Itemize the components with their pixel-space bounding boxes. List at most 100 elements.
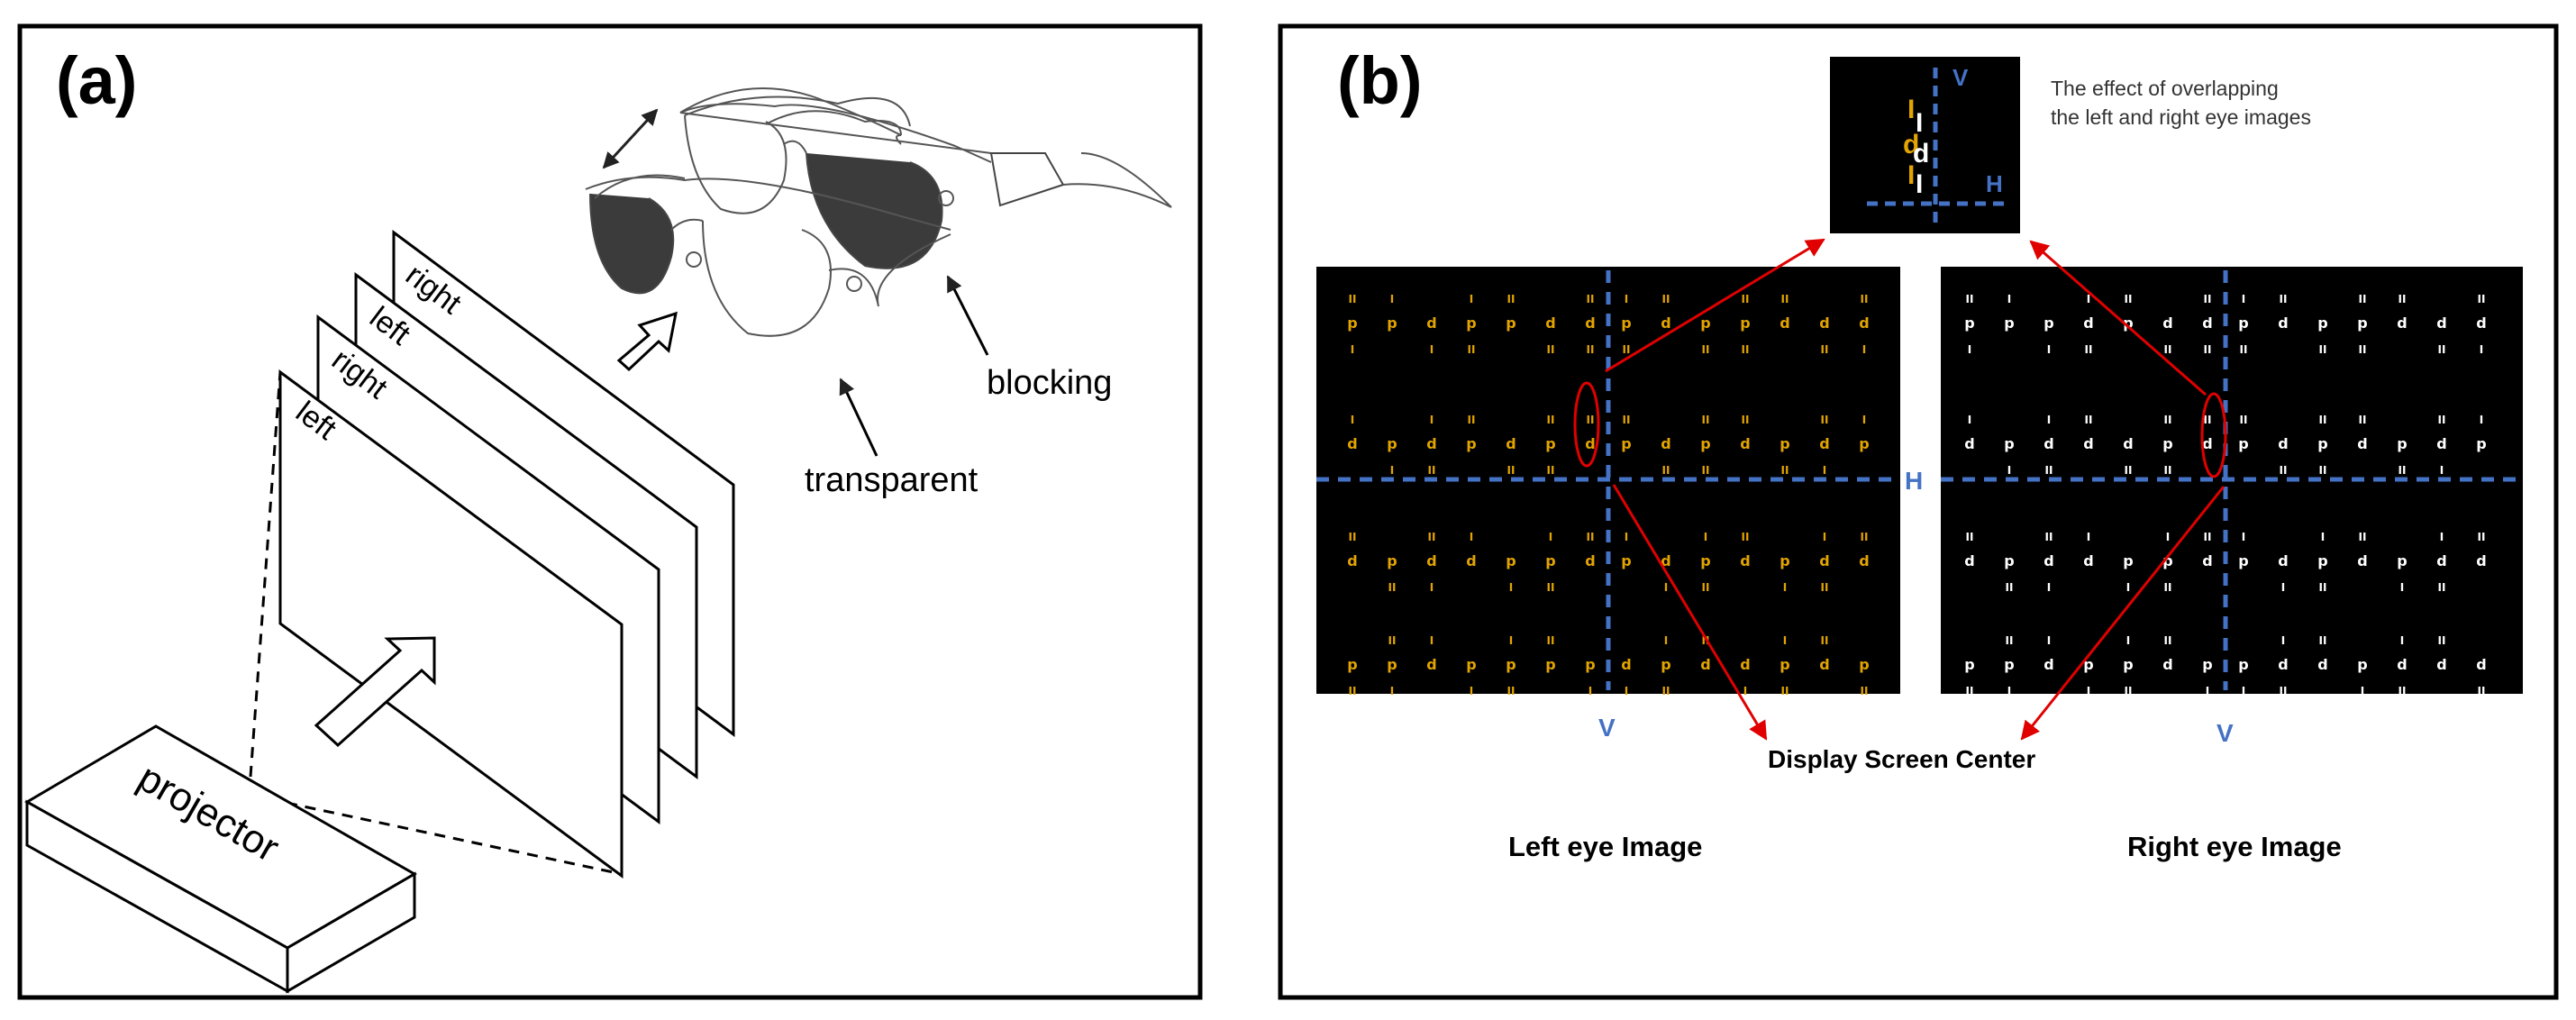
left-eye-glyph: d bbox=[1347, 552, 1357, 569]
right-eye-tick-mark: I bbox=[2242, 685, 2245, 697]
left-eye-tick-mark: II bbox=[1781, 293, 1789, 305]
left-eye-tick-mark: II bbox=[1702, 581, 1710, 594]
right-eye-tick-mark: II bbox=[2359, 531, 2367, 543]
left-glyph-layer: pIIIpIdIpIIIpIIdIIdIIIIpIIIdIIpIIpIIIIdI… bbox=[1347, 293, 1869, 697]
right-eye-tick-mark: II bbox=[2164, 581, 2172, 594]
arrow-left-to-center bbox=[1612, 484, 1768, 741]
left-eye-glyph: p bbox=[1387, 552, 1397, 569]
left-eye-tick-mark: I bbox=[1390, 685, 1394, 697]
right-eye-tick-mark: I bbox=[2047, 414, 2051, 426]
right-eye-title: Right eye Image bbox=[2127, 831, 2342, 862]
left-eye-tick-mark: II bbox=[1349, 293, 1357, 305]
left-v-label: V bbox=[1598, 714, 1616, 742]
right-eye-tick-mark: II bbox=[2319, 581, 2327, 594]
left-eye-glyph: p bbox=[1387, 314, 1397, 332]
left-eye-tick-mark: II bbox=[1428, 531, 1436, 543]
left-eye-tick-mark: I bbox=[1588, 685, 1592, 697]
left-eye-tick-mark: I bbox=[1470, 531, 1473, 543]
right-eye-glyph: d bbox=[2162, 314, 2172, 332]
transparent-label: transparent bbox=[805, 461, 979, 499]
right-eye-glyph: d bbox=[2044, 435, 2053, 452]
left-eye-glyph: d bbox=[1700, 656, 1710, 673]
blocking-label: blocking bbox=[987, 364, 1112, 402]
right-eye-tick-mark: I bbox=[2242, 531, 2245, 543]
left-eye-tick-mark: II bbox=[1547, 581, 1555, 594]
left-eye-tick-mark: I bbox=[1470, 293, 1473, 305]
right-eye-tick-mark: II bbox=[2240, 343, 2248, 356]
right-eye-tick-mark: II bbox=[2125, 293, 2133, 305]
right-eye-tick-mark: II bbox=[2125, 464, 2133, 477]
right-eye-tick-mark: I bbox=[2480, 343, 2483, 356]
left-eye-glyph: p bbox=[1621, 435, 1631, 452]
arrow-right-to-center bbox=[2020, 486, 2226, 741]
projector: projector bbox=[23, 724, 418, 994]
left-eye-glyph: p bbox=[1621, 552, 1631, 569]
left-eye-glyph: d bbox=[1661, 552, 1670, 569]
left-eye-glyph: p bbox=[1506, 656, 1516, 673]
inset-glyph-2: I bbox=[1916, 108, 1923, 138]
left-eye-glyph: d bbox=[1545, 314, 1555, 332]
left-eye-tick-mark: II bbox=[1742, 293, 1750, 305]
left-eye-tick-mark: I bbox=[1783, 634, 1787, 647]
right-eye-tick-mark: I bbox=[2126, 581, 2130, 594]
right-eye-tick-mark: II bbox=[1966, 531, 1974, 543]
right-eye-tick-mark: I bbox=[2126, 634, 2130, 647]
left-eye-glyph: d bbox=[1819, 435, 1829, 452]
left-eye-glyph: p bbox=[1506, 552, 1516, 569]
right-eye-glyph: d bbox=[2202, 435, 2212, 452]
left-eye-tick-mark: I bbox=[1704, 531, 1707, 543]
right-eye-tick-mark: II bbox=[2164, 343, 2172, 356]
right-eye-tick-mark: I bbox=[2281, 634, 2285, 647]
left-eye-glyph: d bbox=[1819, 656, 1829, 673]
right-eye-glyph: d bbox=[2202, 552, 2212, 569]
right-eye-glyph: d bbox=[2083, 314, 2093, 332]
right-eye-glyph: p bbox=[2317, 435, 2327, 452]
right-eye-glyph: p bbox=[1964, 656, 1974, 673]
right-eye-glyph: p bbox=[2238, 435, 2248, 452]
right-eye-glyph: p bbox=[2004, 435, 2014, 452]
right-eye-glyph: p bbox=[2397, 435, 2407, 452]
left-eye-tick-mark: II bbox=[1428, 464, 1436, 477]
left-eye-tick-mark: I bbox=[1390, 464, 1394, 477]
right-eye-tick-mark: I bbox=[2047, 581, 2051, 594]
left-eye-glyph: d bbox=[1740, 435, 1750, 452]
left-eye-glyph: p bbox=[1466, 314, 1476, 332]
right-eye-tick-mark: I bbox=[2007, 464, 2011, 477]
left-eye-glyph: d bbox=[1740, 552, 1750, 569]
right-eye-glyph: p bbox=[2476, 435, 2486, 452]
right-eye-glyph: p bbox=[2162, 552, 2172, 569]
right-eye-glyph: p bbox=[2357, 314, 2367, 332]
right-eye-tick-mark: II bbox=[2399, 464, 2407, 477]
right-eye-tick-mark: II bbox=[2280, 685, 2288, 697]
left-eye-tick-mark: I bbox=[1625, 531, 1628, 543]
right-eye-tick-mark: II bbox=[2164, 414, 2172, 426]
left-highlight-ellipse bbox=[1573, 381, 1600, 468]
right-eye-glyph: p bbox=[2123, 314, 2133, 332]
right-eye-glyph: d bbox=[2476, 314, 2486, 332]
left-eye-glyph: p bbox=[1661, 656, 1670, 673]
right-eye-tick-mark: I bbox=[2087, 685, 2090, 697]
left-eye-tick-mark: I bbox=[1664, 581, 1668, 594]
right-eye-glyph: p bbox=[2238, 552, 2248, 569]
right-eye-tick-mark: I bbox=[2400, 581, 2404, 594]
left-eye-tick-mark: II bbox=[1742, 531, 1750, 543]
right-eye-tick-mark: II bbox=[2359, 343, 2367, 356]
left-eye-tick-mark: II bbox=[1742, 414, 1750, 426]
right-eye-glyph: d bbox=[2278, 552, 2288, 569]
right-eye-tick-mark: II bbox=[2125, 685, 2133, 697]
right-v-label: V bbox=[2216, 719, 2234, 747]
right-eye-tick-mark: II bbox=[2319, 464, 2327, 477]
blocking-pointer bbox=[946, 275, 989, 356]
right-eye-tick-mark: I bbox=[2206, 685, 2209, 697]
left-eye-title: Left eye Image bbox=[1508, 831, 1702, 862]
right-eye-glyph: p bbox=[2004, 656, 2014, 673]
right-eye-tick-mark: II bbox=[2438, 581, 2446, 594]
left-eye-glyph: d bbox=[1466, 552, 1476, 569]
glasses-back bbox=[679, 87, 1172, 269]
left-eye-glyph: p bbox=[1387, 656, 1397, 673]
left-eye-glyph: p bbox=[1387, 435, 1397, 452]
left-eye-glyph: p bbox=[1859, 435, 1869, 452]
left-eye-tick-mark: I bbox=[1823, 464, 1826, 477]
right-eye-tick-mark: II bbox=[2438, 343, 2446, 356]
